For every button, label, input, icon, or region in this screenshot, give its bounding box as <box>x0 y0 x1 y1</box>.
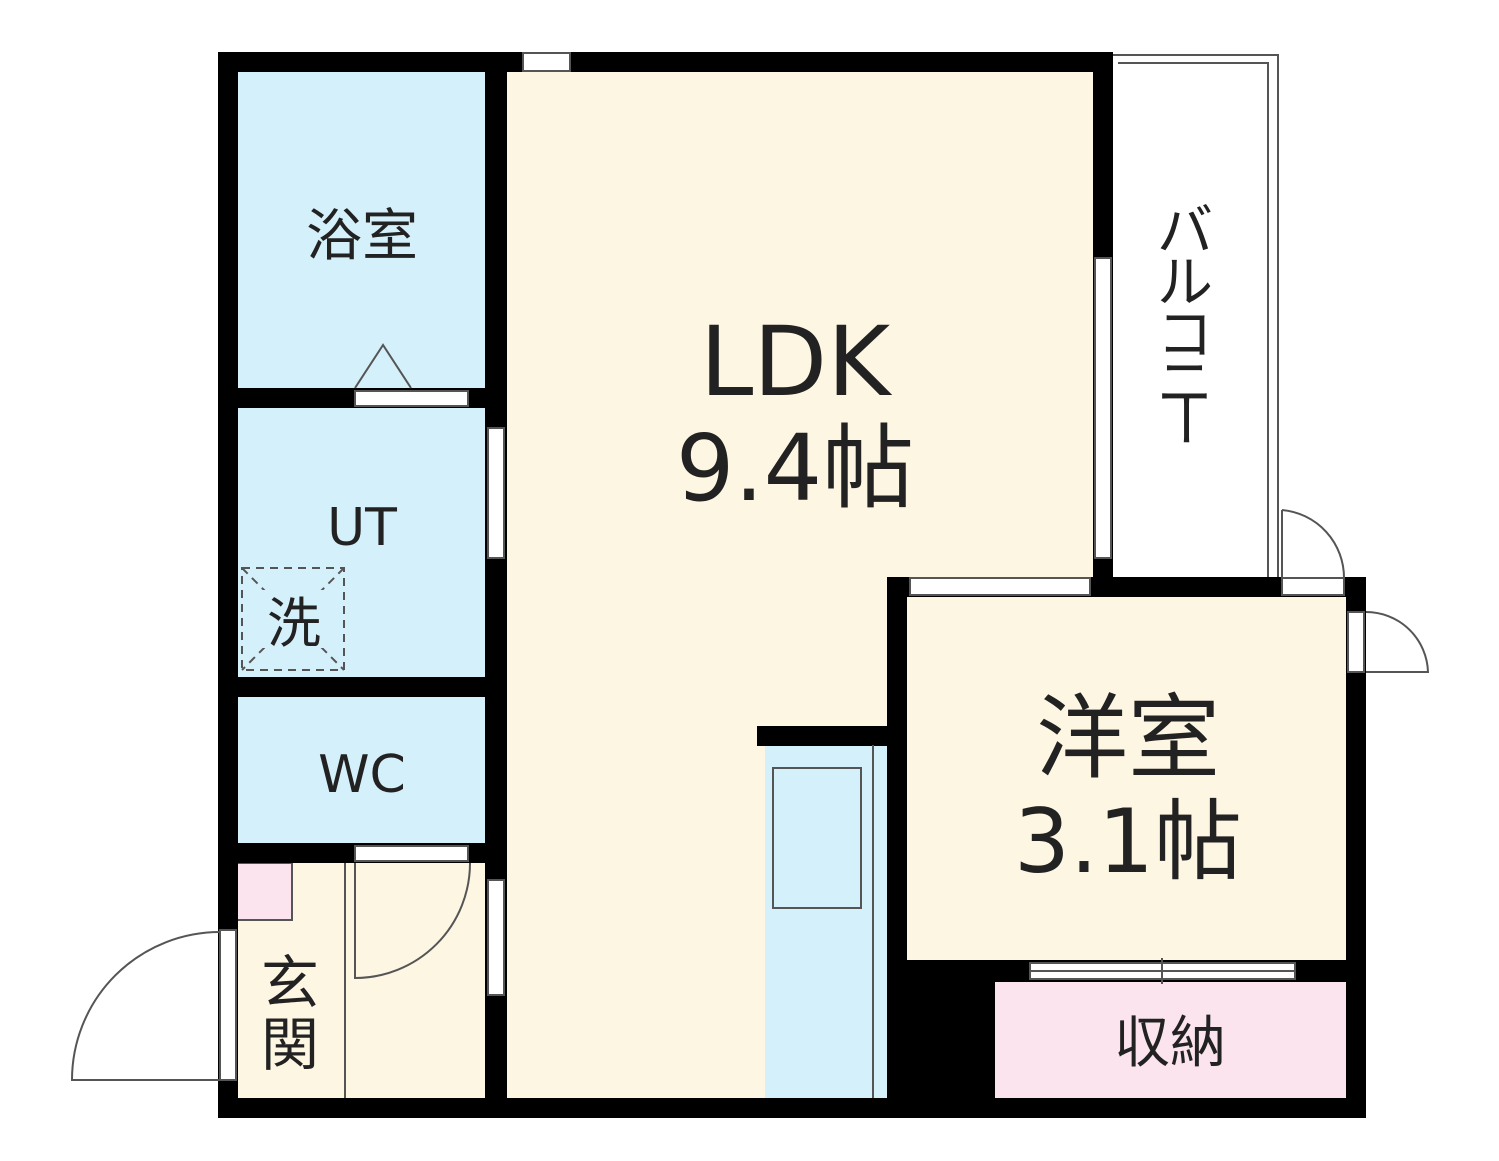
western-size-label: 3.1帖 <box>1014 790 1242 893</box>
balcony-char-3: コ <box>1157 303 1213 368</box>
western-door-swing <box>1365 611 1430 673</box>
ut-door <box>487 427 505 559</box>
western-top-opening <box>909 577 1091 596</box>
labels: 浴室 UT 洗 WC LDK 9.4帖 洋室 3.1帖 収納 玄 関 バ ル コ… <box>261 199 1242 1079</box>
balcony-char-4: ニ <box>1157 351 1213 416</box>
bath-door-arrow <box>354 343 412 389</box>
wc-floor <box>235 696 488 844</box>
wc-door <box>354 845 469 862</box>
western-label: 洋室 <box>1036 685 1220 792</box>
ldk-size-label: 9.4帖 <box>676 415 914 522</box>
bath-label: 浴室 <box>306 204 418 269</box>
bath-door <box>354 390 469 407</box>
wc-label: WC <box>318 745 406 805</box>
ldk-label: LDK <box>700 306 892 418</box>
balcony-door-swing <box>1281 509 1346 579</box>
entrance-label-bottom: 関 <box>261 1011 319 1079</box>
balcony-char-1: バ <box>1157 199 1213 264</box>
wc-door-swing <box>354 862 471 980</box>
walls <box>218 52 1366 1118</box>
shoe-cabinet <box>236 862 293 921</box>
balcony-char-5: ー <box>1151 392 1216 448</box>
entrance-label-top: 玄 <box>261 949 319 1017</box>
front-door-swing <box>70 931 221 1081</box>
balcony-door-opening <box>1281 577 1345 596</box>
sink <box>772 767 862 909</box>
ut-label: UT <box>327 498 397 558</box>
ldk-balcony-window <box>1094 257 1112 559</box>
balcony-outline <box>1110 54 1279 578</box>
bath-floor <box>235 70 488 390</box>
western-right-window <box>1347 611 1365 673</box>
washer-label: 洗 <box>267 592 321 655</box>
storage-floor <box>995 980 1350 1100</box>
entrance-inner-door <box>487 879 505 996</box>
balcony-char-2: ル <box>1157 251 1213 316</box>
entrance-front-door <box>219 929 237 1081</box>
kitchen-counter <box>765 745 887 1100</box>
floor-fills <box>235 70 1350 1100</box>
western-room-floor <box>905 595 1350 960</box>
ldk-top-window <box>522 52 571 72</box>
storage-label: 収納 <box>1114 1011 1226 1076</box>
